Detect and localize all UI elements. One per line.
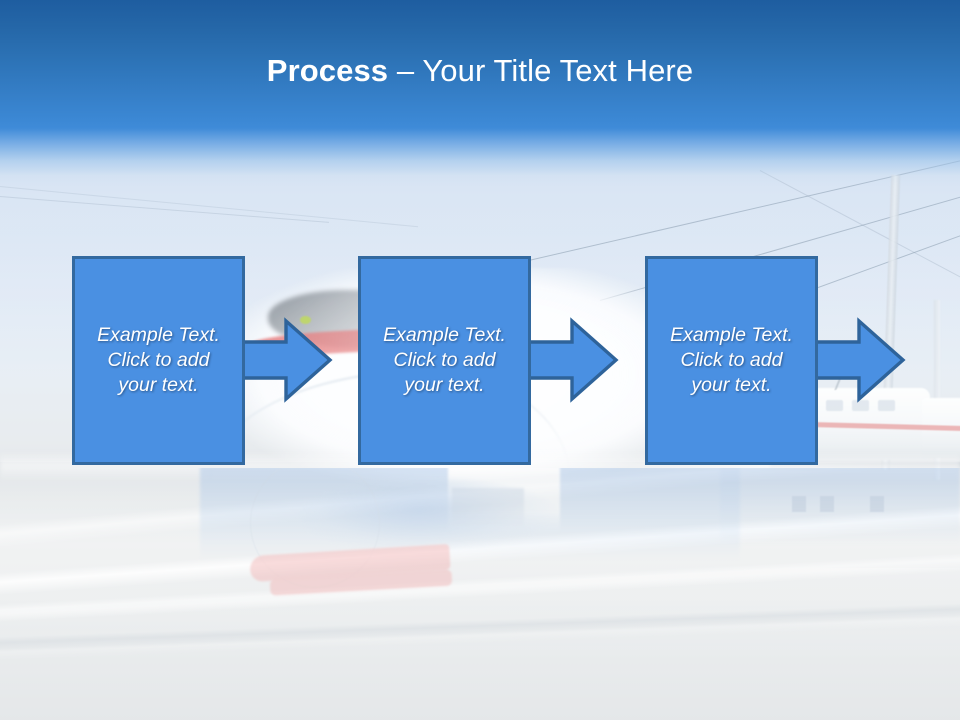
reflection-motion-blur — [0, 568, 960, 718]
page-title-separator: – — [388, 53, 423, 88]
photo-reflection — [0, 468, 960, 718]
reflection-window — [820, 496, 834, 512]
reflection-tint — [720, 468, 960, 546]
process-arrow-1[interactable] — [240, 317, 333, 403]
arrow-right-icon — [813, 317, 906, 403]
reflection-arc — [250, 468, 380, 588]
reflection-highlight — [448, 468, 560, 532]
process-step-text-3: Example Text. Click to add your text. — [670, 324, 793, 396]
process-step-text-1: Example Text. Click to add your text. — [97, 324, 220, 396]
train-window — [852, 400, 869, 411]
process-arrow-2[interactable] — [526, 317, 619, 403]
title-banner — [0, 0, 960, 128]
process-step-box-3[interactable]: Example Text. Click to add your text. — [645, 256, 818, 465]
page-title-light: Your Title Text Here — [422, 53, 694, 88]
process-step-box-1[interactable]: Example Text. Click to add your text. — [72, 256, 245, 465]
ground-layer — [0, 462, 960, 720]
train-window — [826, 400, 843, 411]
catenary-pole — [934, 300, 940, 480]
reflection-window — [792, 496, 806, 512]
arrow-right-icon — [526, 317, 619, 403]
process-step-box-2[interactable]: Example Text. Click to add your text. — [358, 256, 531, 465]
process-step-text-2: Example Text. Click to add your text. — [383, 324, 506, 396]
reflection-window — [870, 496, 884, 512]
page-title: Process – Your Title Text Here — [0, 52, 960, 90]
process-arrow-3[interactable] — [813, 317, 906, 403]
arrow-right-icon — [240, 317, 333, 403]
page-title-bold: Process — [266, 53, 389, 88]
title-banner-fade — [0, 128, 960, 186]
train-signal-light — [300, 316, 311, 324]
reflection-bogie — [452, 488, 524, 526]
train-window — [878, 400, 895, 411]
